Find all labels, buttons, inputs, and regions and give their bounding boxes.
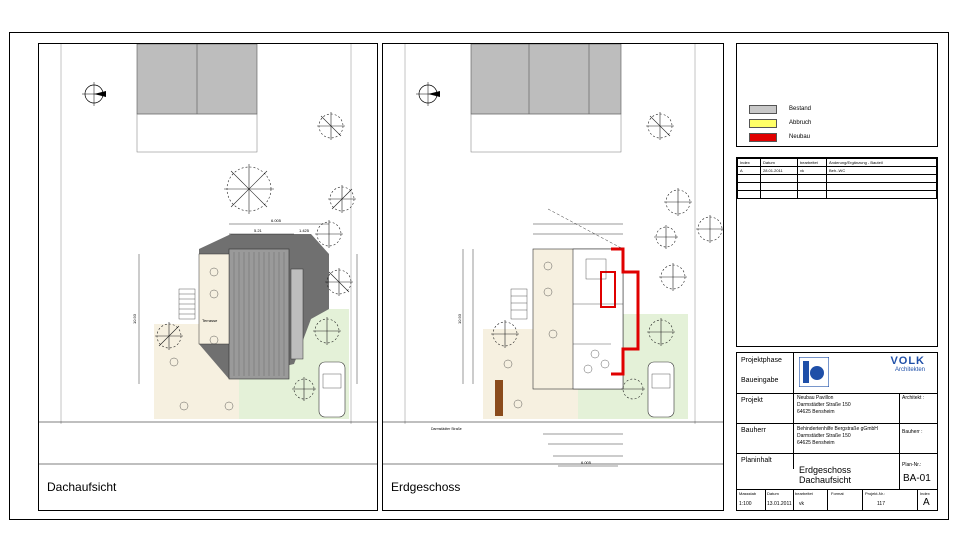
- svg-text:1.425: 1.425: [299, 228, 310, 233]
- logo-mark-icon: [799, 357, 829, 387]
- ground-floor-panel: 10.93 6.005 Darmstädter Straße Erdgescho…: [382, 43, 724, 511]
- legend-swatch: [749, 132, 777, 142]
- legend-item-bestand: Bestand: [749, 104, 811, 114]
- title-block: Projektphase Baueingabe VOLK Architekten…: [736, 352, 938, 511]
- north-arrow-icon: [82, 82, 106, 106]
- legend-item-neubau: Neubau: [749, 132, 810, 142]
- svg-text:6.005: 6.005: [581, 460, 592, 465]
- table-row: [737, 190, 937, 199]
- drawing-sheet: [9, 32, 949, 520]
- ground-floor-drawing: 10.93 6.005 Darmstädter Straße: [383, 44, 723, 467]
- table-row: [737, 182, 937, 191]
- svg-text:10.93: 10.93: [457, 313, 462, 324]
- plan-content: Erdgeschoss Dachaufsicht: [799, 465, 852, 485]
- svg-text:5.21: 5.21: [254, 228, 263, 233]
- revision-header-row: Index Datum bearbeitet Änderung/Ergänzun…: [737, 158, 937, 167]
- plan-number: BA-01: [903, 473, 931, 484]
- svg-text:Darmstädter Straße: Darmstädter Straße: [431, 427, 462, 431]
- table-row: [737, 174, 937, 183]
- table-row: A 28.01.2011 vk Beh.-WC: [737, 166, 937, 175]
- north-arrow-icon: [416, 82, 440, 106]
- legend-swatch: [749, 104, 777, 114]
- panel-title-roof: Dachaufsicht: [47, 480, 117, 494]
- index-value: A: [923, 497, 930, 508]
- svg-text:6.005: 6.005: [271, 218, 282, 223]
- roof-plan-drawing: Terrasse: [39, 44, 377, 465]
- material-legend: Bestand Abbruch Neubau: [736, 43, 938, 147]
- revision-table: Index Datum bearbeitet Änderung/Ergänzun…: [736, 157, 938, 347]
- roof-plan-panel: Terrasse: [38, 43, 378, 511]
- svg-text:10.93: 10.93: [132, 313, 137, 324]
- panel-title-ground-floor: Erdgeschoss: [391, 480, 461, 494]
- client-info: Behindertenhilfe Bergstraße gGmbH Darmst…: [797, 426, 878, 446]
- legend-item-abbruch: Abbruch: [749, 118, 811, 128]
- project-info: Neubau Pavillon Darmstädter Straße 150 6…: [797, 395, 851, 415]
- legend-swatch: [749, 118, 777, 128]
- svg-text:Terrasse: Terrasse: [202, 318, 218, 323]
- architect-logo: VOLK Architekten: [797, 355, 933, 391]
